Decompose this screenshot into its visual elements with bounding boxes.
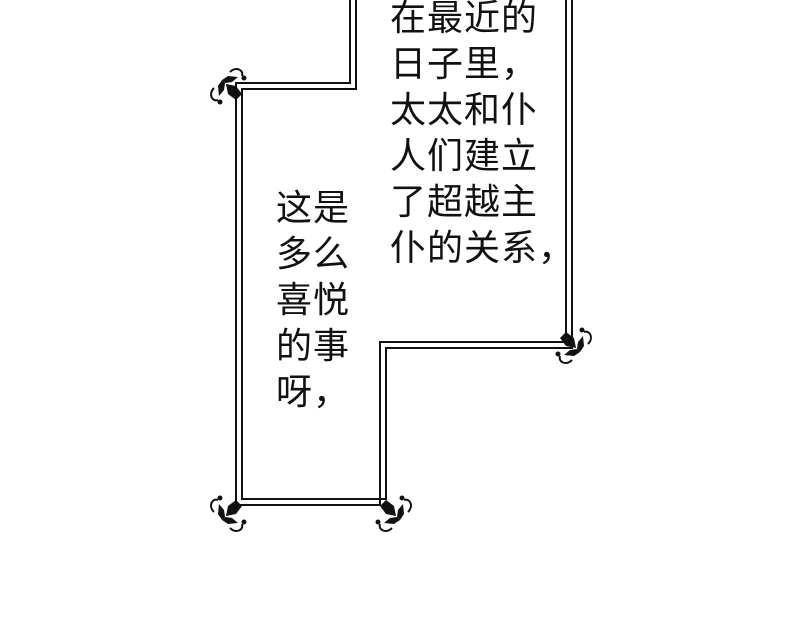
dialogue-text-right: 在最近的 日子里， 太太和仆 人们建立 了超越主 仆的关系， <box>390 0 575 272</box>
fleur-ornament-icon <box>554 326 592 364</box>
text-line: 人们建立 <box>390 136 539 177</box>
text-line: 的事 <box>276 326 351 367</box>
text-line: 了超越主 <box>390 182 539 223</box>
text-line: 呀， <box>276 372 351 413</box>
text-line: 多么 <box>276 234 351 275</box>
text-line: 这是 <box>276 188 351 229</box>
fleur-ornament-icon <box>210 494 248 532</box>
text-line: 日子里， <box>390 44 539 85</box>
text-line: 在最近的 <box>390 0 539 39</box>
dialogue-text-left: 这是 多么 喜悦 的事 呀， <box>276 186 350 416</box>
text-line: 仆的关系， <box>390 228 576 269</box>
text-line: 喜悦 <box>276 280 351 321</box>
text-line: 太太和仆 <box>390 90 539 131</box>
